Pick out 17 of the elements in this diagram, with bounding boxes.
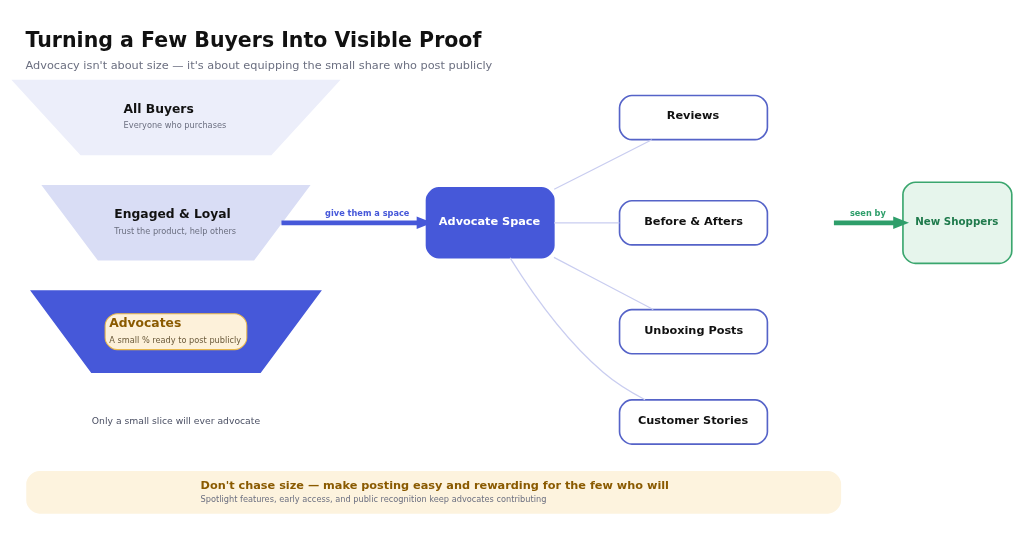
node-box: Before & Afters: [618, 199, 768, 246]
caption: Advocacy isn't about size — it's about equipping the small share who post publicly: [25, 59, 492, 73]
node-box: Unboxing Posts: [618, 308, 768, 355]
edge-label: seen by: [849, 208, 886, 219]
label: Only a small slice will ever advocate: [91, 415, 260, 427]
node-box: New Shoppers: [901, 181, 1013, 265]
node-box: Customer Stories: [618, 399, 768, 445]
node-box: Reviews: [618, 94, 768, 141]
edge-label: give them a space: [324, 208, 409, 219]
connector: [552, 256, 654, 311]
arrow: [833, 216, 909, 230]
connector: [508, 257, 646, 401]
node-box: Advocate Space: [425, 187, 555, 259]
connector: [553, 139, 652, 190]
node-box: Don't chase size — make posting easy and rewarding for the few who will Spotlight features, early access, and public recognition keep advocates contributing: [25, 471, 841, 514]
diagram-title: Turning a Few Buyers Into Visible Proof: [25, 27, 481, 52]
connector: [553, 222, 620, 224]
